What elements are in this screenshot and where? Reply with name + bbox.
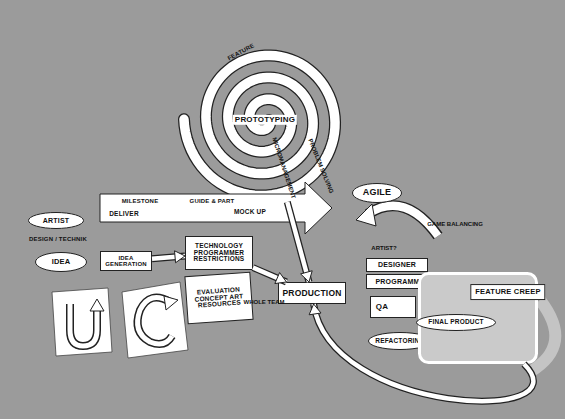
node-text: FEATURE CREEP bbox=[470, 284, 545, 300]
node-text-holder: AGILE bbox=[352, 183, 402, 203]
note-label: GAME BALANCING bbox=[427, 221, 483, 227]
oval-outline bbox=[29, 213, 84, 229]
box-outline bbox=[186, 237, 253, 270]
node-text: IDEA GENERATION bbox=[100, 255, 152, 268]
box-outline bbox=[279, 283, 346, 304]
paper-card bbox=[122, 282, 188, 358]
arrow-head bbox=[275, 273, 287, 284]
node-text-holder: IDEA GENERATION bbox=[100, 251, 152, 271]
node-text: DELIVER bbox=[109, 211, 139, 218]
connector-line bbox=[253, 268, 286, 282]
node-text: GUIDE & PART bbox=[190, 198, 235, 204]
arrow-head bbox=[301, 271, 313, 282]
node-text: TECHNOLOGY bbox=[195, 243, 243, 250]
node-text-holder: PRODUCTION bbox=[278, 282, 346, 304]
c-arrow-head bbox=[164, 296, 178, 310]
process-node: DESIGNER bbox=[366, 258, 428, 272]
connector-line bbox=[314, 304, 534, 401]
node-text: PROGRAMMER RESTRICTIONS bbox=[185, 250, 253, 264]
spiral-band bbox=[184, 55, 335, 195]
process-node: PRODUCTION bbox=[278, 282, 346, 304]
node-text: REFACTORING bbox=[375, 338, 424, 345]
node-text: IDEA bbox=[52, 258, 71, 266]
spiral-outline bbox=[184, 55, 335, 195]
box-outline bbox=[185, 272, 253, 323]
node-text-holder: FINAL PRODUCT bbox=[416, 314, 496, 331]
note-label: WHOLE TEAM bbox=[244, 299, 285, 305]
connector-outline bbox=[314, 304, 534, 401]
node-text: AGILE bbox=[363, 188, 392, 197]
box-outline bbox=[367, 259, 428, 272]
process-node: FEATURE CREEPFINAL PRODUCT bbox=[418, 272, 538, 364]
node-text: MILESTONE bbox=[122, 198, 159, 204]
u-arrow-head bbox=[90, 299, 104, 311]
process-node: EVALUATIONCONCEPT ARTRESOURCES bbox=[184, 272, 253, 324]
node-text: PROTOTYPING bbox=[233, 115, 297, 125]
node-text-holder: IDEA bbox=[35, 252, 87, 272]
connector-outline bbox=[152, 256, 185, 259]
process-node: AGILE bbox=[352, 183, 402, 203]
process-node: QA bbox=[370, 296, 416, 318]
process-node: MILESTONE GUIDE & PART DELIVER MOCK UP bbox=[100, 180, 332, 236]
connector-outline bbox=[253, 268, 286, 282]
node-outline bbox=[100, 180, 332, 236]
connector-line bbox=[287, 202, 309, 282]
agile-arrow-head bbox=[356, 204, 376, 226]
node-text: PRODUCTION bbox=[282, 289, 341, 298]
oval-outline bbox=[36, 253, 87, 272]
process-node: ARTISTDESIGN / TECHNIK bbox=[28, 212, 84, 229]
note-label: ARTIST? bbox=[371, 245, 396, 251]
arrow-head bbox=[175, 251, 185, 263]
oval-outline bbox=[353, 184, 402, 203]
node-text: QA bbox=[376, 303, 388, 311]
connector-line bbox=[152, 256, 185, 259]
process-node: TECHNOLOGYPROGRAMMER RESTRICTIONS bbox=[185, 236, 253, 270]
connector-arrow bbox=[253, 268, 286, 284]
node-text: DESIGNER bbox=[378, 261, 416, 268]
box-outline bbox=[101, 252, 152, 271]
paper-card bbox=[52, 288, 112, 356]
process-node: IDEA bbox=[35, 252, 87, 272]
node-text: RESOURCES bbox=[198, 300, 241, 310]
node-text: ARTIST bbox=[43, 217, 69, 224]
connector-arrow bbox=[309, 304, 533, 401]
band-arrow bbox=[100, 182, 332, 234]
agile-arrow bbox=[368, 206, 438, 236]
node-text-holder: TECHNOLOGYPROGRAMMER RESTRICTIONS bbox=[185, 236, 253, 270]
agile-arrow-outline bbox=[368, 206, 438, 236]
node-text-holder: DESIGNER bbox=[366, 258, 428, 272]
node-text-holder: EVALUATIONCONCEPT ARTRESOURCES bbox=[184, 272, 253, 324]
node-text: DESIGN / TECHNIK bbox=[29, 236, 87, 242]
oval-outline bbox=[417, 315, 496, 331]
arrow-head bbox=[309, 304, 321, 315]
node-text: MOCK UP bbox=[234, 209, 266, 216]
node-text: FINAL PRODUCT bbox=[428, 319, 484, 326]
connector-arrow bbox=[287, 202, 312, 282]
connector-arrow bbox=[152, 251, 185, 263]
box-outline bbox=[371, 297, 416, 318]
process-node: IDEA GENERATION bbox=[100, 251, 152, 271]
connector-outline bbox=[287, 202, 309, 282]
process-node: FINAL PRODUCT bbox=[416, 314, 496, 331]
